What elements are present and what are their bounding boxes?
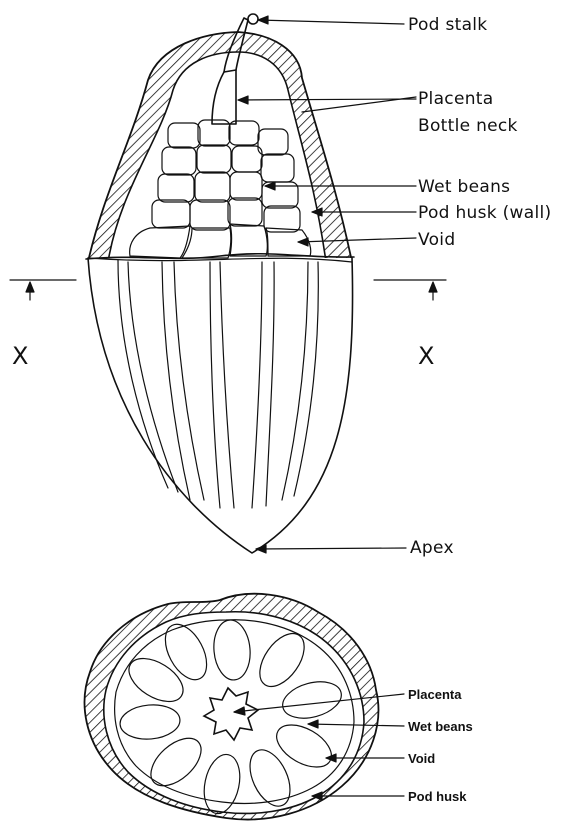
section-marker-right: X — [418, 342, 434, 370]
label-placenta: Placenta — [418, 89, 493, 109]
pod-longitudinal-view — [86, 14, 354, 553]
label-apex: Apex — [410, 538, 454, 558]
cs-label-wet-beans: Wet beans — [408, 719, 473, 734]
pod-lower-outline — [88, 258, 353, 553]
section-marker-left-arrow — [10, 280, 76, 300]
label-wet-beans: Wet beans — [418, 177, 510, 197]
cs-label-void: Void — [408, 751, 435, 766]
section-marker-right-arrow — [374, 280, 446, 300]
label-pod-husk-wall: Pod husk (wall) — [418, 203, 551, 223]
cs-label-pod-husk: Pod husk — [408, 789, 467, 804]
label-pod-stalk: Pod stalk — [408, 15, 487, 35]
pod-ridges — [118, 260, 318, 508]
pod-cross-section — [85, 594, 379, 820]
cs-label-placenta: Placenta — [408, 687, 462, 702]
label-bottleneck: Bottle neck — [418, 116, 518, 136]
label-void: Void — [418, 230, 455, 250]
section-marker-left: X — [12, 342, 28, 370]
